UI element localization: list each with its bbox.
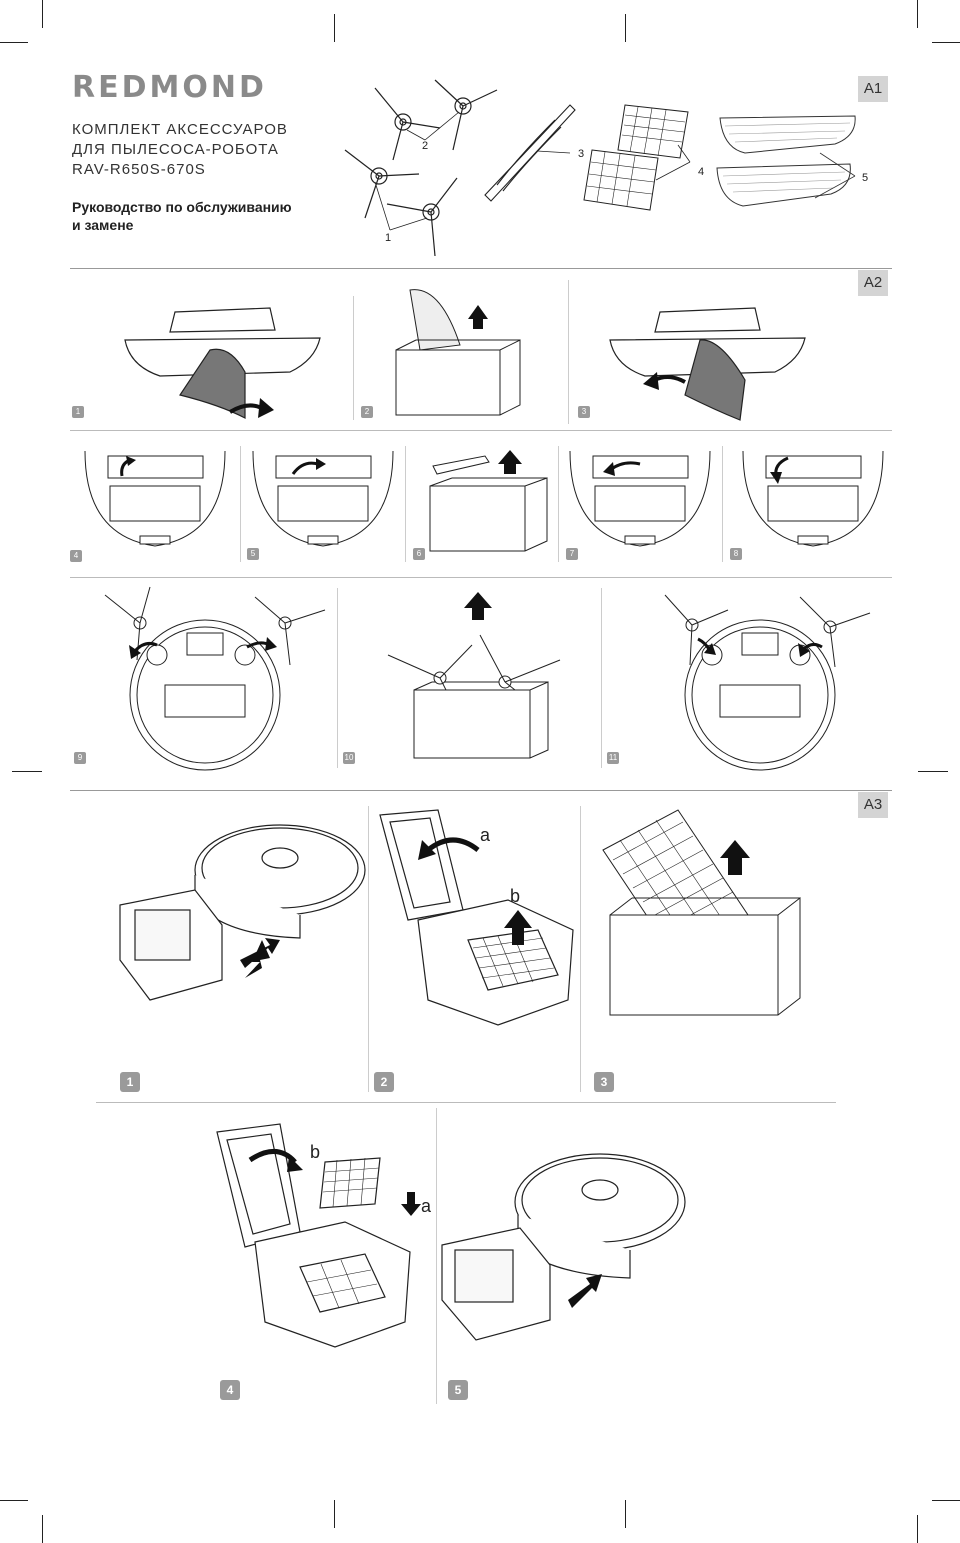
step-badge: 8	[730, 548, 742, 560]
step-badge: 9	[74, 752, 86, 764]
box-with-main-brush-icon	[429, 450, 548, 552]
crop-mark	[42, 0, 43, 28]
step-badge: 3	[578, 406, 590, 418]
panel-divider	[405, 446, 406, 562]
robot-bottom-main-brush-step5	[252, 450, 394, 547]
panel-divider	[601, 588, 602, 768]
crop-mark	[0, 42, 28, 43]
step-badge: 11	[607, 752, 619, 764]
product-title: КОМПЛЕКТ АКСЕССУАРОВ ДЛЯ ПЫЛЕСОСА-РОБОТА…	[72, 120, 288, 180]
step-badge: 5	[247, 548, 259, 560]
panel-divider	[337, 588, 338, 768]
callout-3: 3	[578, 148, 585, 160]
dustbin-open-lid-remove-filter	[379, 809, 574, 1026]
robot-insert-dustbin	[441, 1153, 686, 1341]
crop-mark	[932, 42, 960, 43]
step-letter-a: a	[480, 825, 491, 845]
callout-1: 1	[385, 232, 392, 244]
step-badge: 5	[448, 1380, 468, 1400]
step-badge: 6	[413, 548, 425, 560]
step-badge: 1	[72, 406, 84, 418]
section-divider	[70, 577, 892, 578]
accessory-mop-pads-illustration	[716, 115, 856, 207]
callout-2: 2	[422, 140, 429, 152]
section-tag-a2: A2	[858, 270, 888, 296]
title-line: RAV-R650S-670S	[72, 161, 206, 178]
crop-mark	[0, 1500, 28, 1501]
step-badge: 7	[566, 548, 578, 560]
box-with-side-brushes-icon	[387, 592, 561, 759]
robot-bottom-main-brush-step4	[84, 450, 226, 547]
panel-divider	[436, 1108, 437, 1404]
accessory-filters-illustration	[583, 104, 691, 211]
title-line: КОМПЛЕКТ АКСЕССУАРОВ	[72, 121, 288, 138]
panel-divider	[368, 806, 369, 1092]
robot-bottom-side-brush-remove	[104, 586, 326, 771]
crop-mark	[625, 1500, 626, 1528]
crop-mark	[334, 1500, 335, 1528]
step-badge: 4	[70, 550, 82, 562]
section-divider	[70, 268, 892, 269]
panel-divider	[568, 280, 569, 424]
section-tag-a1: A1	[858, 76, 888, 102]
crop-mark	[918, 771, 948, 772]
crop-mark	[917, 1515, 918, 1543]
manual-subtitle: Руководство по обслуживанию и замене	[72, 198, 292, 234]
callout-5: 5	[862, 172, 869, 184]
brand-logo: REDMOND	[72, 70, 267, 105]
panel-divider	[580, 806, 581, 1092]
step-badge: 2	[374, 1072, 394, 1092]
crop-mark	[932, 1500, 960, 1501]
dustbin-insert-filter-close-lid	[216, 1123, 421, 1348]
title-line: ДЛЯ ПЫЛЕСОСА-РОБОТА	[72, 141, 279, 158]
crop-mark	[12, 771, 42, 772]
step-letter-a: a	[421, 1196, 432, 1216]
section-divider	[70, 430, 892, 431]
panel-divider	[240, 446, 241, 562]
crop-mark	[334, 14, 335, 42]
crop-mark	[625, 14, 626, 42]
step-letter-b: b	[310, 1142, 321, 1162]
panel-divider	[558, 446, 559, 562]
box-with-pad-icon	[395, 289, 521, 416]
step-letter-b: b	[510, 886, 521, 906]
callout-4: 4	[698, 166, 705, 178]
step-badge: 4	[220, 1380, 240, 1400]
section-divider	[96, 1102, 836, 1103]
section-divider	[70, 790, 892, 791]
step-badge: 2	[361, 406, 373, 418]
step-badge: 10	[343, 752, 355, 764]
crop-mark	[42, 1515, 43, 1543]
subtitle-line: Руководство по обслуживанию	[72, 199, 292, 215]
accessory-side-brushes-illustration	[344, 79, 498, 257]
box-with-filter-icon	[602, 809, 801, 1016]
section-tag-a3: A3	[858, 792, 888, 818]
accessory-main-brush-illustration	[484, 104, 576, 202]
step-badge: 1	[120, 1072, 140, 1092]
robot-remove-dustbin	[119, 824, 366, 1001]
robot-side-view-attach-pad	[609, 307, 806, 421]
robot-side-view-remove-pad	[124, 307, 321, 419]
panel-divider	[722, 446, 723, 562]
robot-bottom-side-brush-attach	[664, 594, 871, 771]
crop-mark	[917, 0, 918, 28]
subtitle-line: и замене	[72, 217, 134, 233]
panel-divider	[353, 296, 354, 420]
robot-bottom-main-brush-step7	[569, 450, 711, 547]
robot-bottom-main-brush-step8	[742, 450, 884, 547]
step-badge: 3	[594, 1072, 614, 1092]
